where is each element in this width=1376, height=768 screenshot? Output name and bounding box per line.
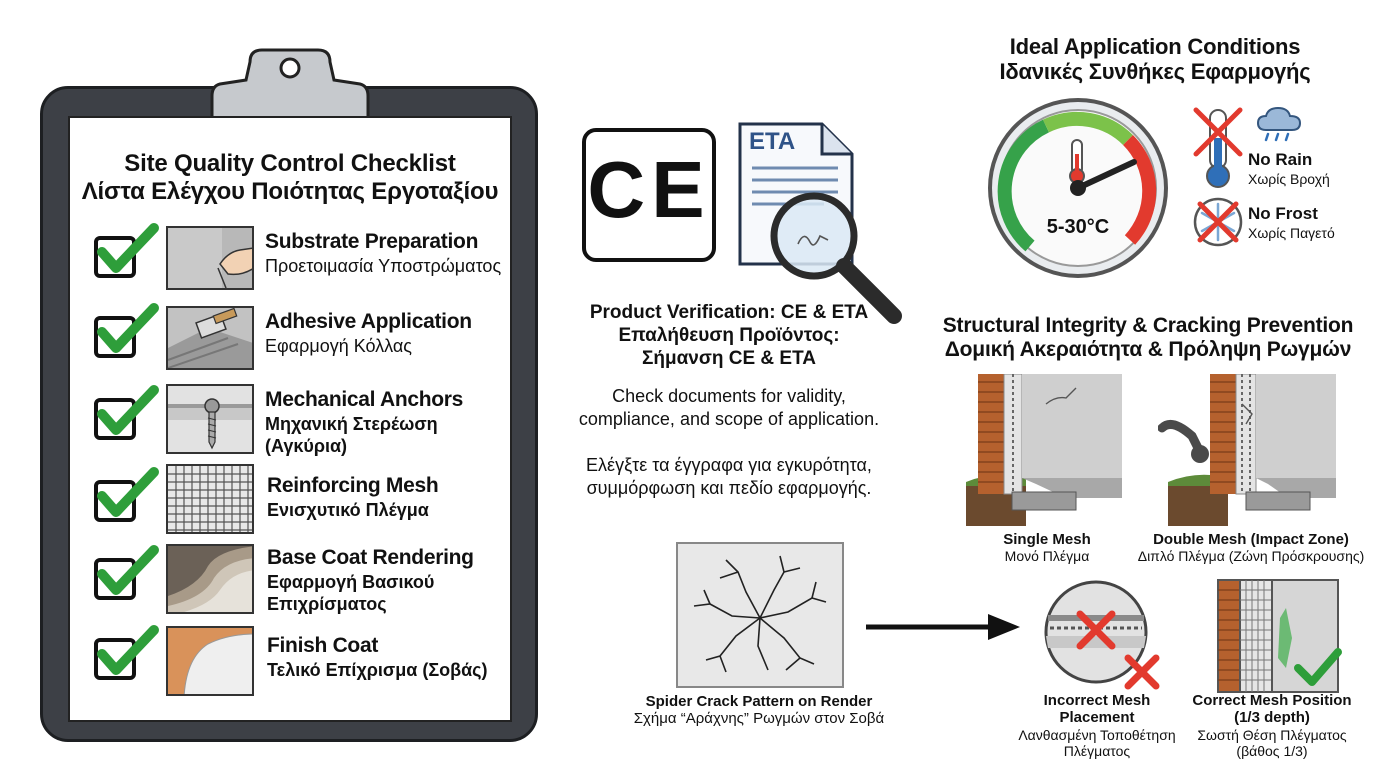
ce-mark-box: CE	[582, 128, 716, 262]
eta-label: ETA	[749, 128, 796, 155]
correct-mesh-caption: Correct Mesh Position (1/3 depth) Σωστή …	[1184, 692, 1360, 759]
conditions-title: Ideal Application Conditions Ιδανικές Συ…	[960, 34, 1350, 85]
item-title-gr: Προετοιμασία Υποστρώματος	[265, 256, 502, 276]
mesh-icon	[166, 464, 254, 534]
verification-title-gr1: Επαλήθευση Προϊόντος:	[618, 324, 840, 346]
item-title-gr: Εφαρμογή Κόλλας	[265, 336, 412, 356]
verification-desc-en-line1: Check documents for validity,	[612, 386, 846, 406]
rain-cloud-icon	[1256, 106, 1302, 142]
no-frost-label: No Frost Χωρίς Παγετό	[1248, 204, 1335, 241]
item-title-en: Base Coat Rendering	[267, 546, 474, 569]
anchor-screw-icon	[166, 384, 254, 454]
checkmark-icon	[97, 467, 159, 517]
checklist-title-gr: Λίστα Ελέγχου Ποιότητας Εργοταξίου	[81, 177, 499, 205]
correct-mesh-en1: Correct Mesh Position	[1192, 692, 1352, 709]
verification-desc-gr-line1: Ελέγξτε τα έγγραφα για εγκυρότητα,	[586, 455, 872, 475]
temperature-gauge-icon	[988, 98, 1168, 278]
no-frost-en: No Frost	[1248, 204, 1318, 223]
item-title-en: Reinforcing Mesh	[267, 474, 439, 497]
structural-title-gr: Δομική Ακεραιότητα & Πρόληψη Ρωγμών	[944, 338, 1352, 362]
correct-mesh-en2: (1/3 depth)	[1234, 709, 1310, 727]
finish-coat-icon	[166, 626, 254, 696]
incorrect-mesh-placement-icon	[1044, 580, 1160, 690]
verification-title-en: Product Verification: CE & ETA	[589, 302, 869, 323]
spider-crack-caption: Spider Crack Pattern on Render Σχήμα “Αρ…	[606, 693, 912, 727]
structural-title-en: Structural Integrity & Cracking Preventi…	[942, 314, 1354, 337]
item-title-en: Substrate Preparation	[265, 230, 479, 253]
hand-sanding-icon	[166, 226, 254, 290]
no-rain-thermometer-icon	[1193, 107, 1243, 188]
verification-desc-gr-line2: συμμόρφωση και πεδίο εφαρμογής.	[586, 477, 872, 498]
no-frost-icon	[1193, 197, 1243, 247]
checkmark-icon	[97, 545, 159, 595]
item-title-gr-line2: Επιχρίσματος	[267, 593, 387, 614]
incorrect-mesh-gr1: Λανθασμένη Τοποθέτηση	[1018, 726, 1176, 743]
single-mesh-wall-icon	[966, 374, 1122, 526]
checkmark-icon	[97, 303, 159, 353]
single-mesh-gr: Μονό Πλέγμα	[1004, 548, 1090, 564]
checklist-title: Site Quality Control Checklist Λίστα Ελέ…	[68, 150, 512, 205]
double-mesh-caption: Double Mesh (Impact Zone) Διπλό Πλέγμα (…	[1128, 531, 1374, 564]
trowel-icon	[166, 306, 254, 370]
checkmark-icon	[97, 223, 159, 273]
correct-mesh-gr1: Σωστή Θέση Πλέγματος	[1197, 726, 1347, 743]
verification-title-gr2: Σήμανση CE & ETA	[641, 347, 817, 369]
incorrect-mesh-en2: Placement	[1059, 709, 1135, 727]
clipboard-paper	[68, 116, 512, 722]
item-title-gr-line2: (Αγκύρια)	[265, 435, 348, 456]
incorrect-mesh-en1: Incorrect Mesh	[1043, 692, 1151, 709]
verification-desc-gr: Ελέγξτε τα έγγραφα για εγκυρότητα, συμμό…	[556, 454, 902, 499]
checklist-item: Mechanical Anchors Μηχανική Στερέωση (Αγ…	[68, 384, 512, 456]
spider-crack-gr: Σχήμα “Αράχνης” Ρωγμών στον Σοβά	[633, 710, 885, 727]
arrow-right-icon	[866, 614, 1020, 640]
checklist-item: Finish Coat Τελικό Επίχρισμα (Σοβάς)	[68, 625, 512, 696]
item-title-en: Adhesive Application	[265, 310, 472, 333]
checklist-item: Substrate Preparation Προετοιμασία Υποστ…	[68, 223, 512, 296]
clipboard-clip-icon	[210, 48, 370, 122]
checklist-item: Adhesive Application Εφαρμογή Κόλλας	[68, 303, 512, 376]
item-title-gr: Τελικό Επίχρισμα (Σοβάς)	[267, 660, 488, 680]
verification-title: Product Verification: CE & ETA Επαλήθευσ…	[556, 302, 902, 370]
item-title-gr-line1: Εφαρμογή Βασικού	[267, 572, 435, 592]
ce-mark-icon: CE	[587, 145, 711, 234]
correct-mesh-position-icon	[1217, 579, 1342, 693]
checkmark-icon	[97, 385, 159, 435]
no-frost-gr: Χωρίς Παγετό	[1248, 225, 1335, 241]
item-title-gr: Ενισχυτικό Πλέγμα	[267, 500, 429, 520]
verification-desc-en-line2: compliance, and scope of application.	[578, 408, 880, 429]
double-mesh-wall-icon	[1158, 374, 1336, 526]
no-rain-gr: Χωρίς Βροχή	[1248, 171, 1330, 187]
spider-crack-en: Spider Crack Pattern on Render	[645, 693, 873, 710]
conditions-title-gr: Ιδανικές Συνθήκες Εφαρμογής	[999, 59, 1311, 85]
no-rain-en: No Rain	[1248, 150, 1313, 169]
single-mesh-caption: Single Mesh Μονό Πλέγμα	[960, 531, 1134, 564]
item-title-gr: Εφαρμογή Βασικού Επιχρίσματος	[267, 572, 434, 616]
incorrect-mesh-gr2: Πλέγματος	[1063, 742, 1131, 759]
correct-mesh-gr2: (βάθος 1/3)	[1236, 742, 1308, 759]
checklist-item: Base Coat Rendering Εφαρμογή Βασικού Επι…	[68, 544, 512, 614]
conditions-title-en: Ideal Application Conditions	[1009, 34, 1301, 59]
double-mesh-en: Double Mesh (Impact Zone)	[1153, 531, 1349, 548]
checkmark-icon	[97, 625, 159, 675]
eta-document-magnifier-icon	[738, 122, 902, 324]
item-title-gr: Μηχανική Στερέωση (Αγκύρια)	[265, 414, 438, 458]
incorrect-mesh-caption: Incorrect Mesh Placement Λανθασμένη Τοπο…	[1010, 692, 1184, 759]
verification-desc-en: Check documents for validity, compliance…	[556, 385, 902, 430]
structural-title: Structural Integrity & Cracking Preventi…	[920, 314, 1376, 362]
checklist-title-en: Site Quality Control Checklist	[124, 150, 456, 177]
double-mesh-gr: Διπλό Πλέγμα (Ζώνη Πρόσκρουσης)	[1137, 548, 1365, 564]
checklist-item: Reinforcing Mesh Ενισχυτικό Πλέγμα	[68, 464, 512, 534]
single-mesh-en: Single Mesh	[1003, 531, 1091, 548]
temperature-range: 5-30°C	[1046, 216, 1110, 238]
item-title-en: Mechanical Anchors	[265, 388, 464, 411]
item-title-en: Finish Coat	[267, 634, 379, 657]
item-title-gr-line1: Μηχανική Στερέωση	[265, 414, 438, 434]
spider-crack-icon	[676, 542, 844, 688]
no-rain-label: No Rain Χωρίς Βροχή	[1248, 150, 1330, 187]
layers-icon	[166, 544, 254, 614]
